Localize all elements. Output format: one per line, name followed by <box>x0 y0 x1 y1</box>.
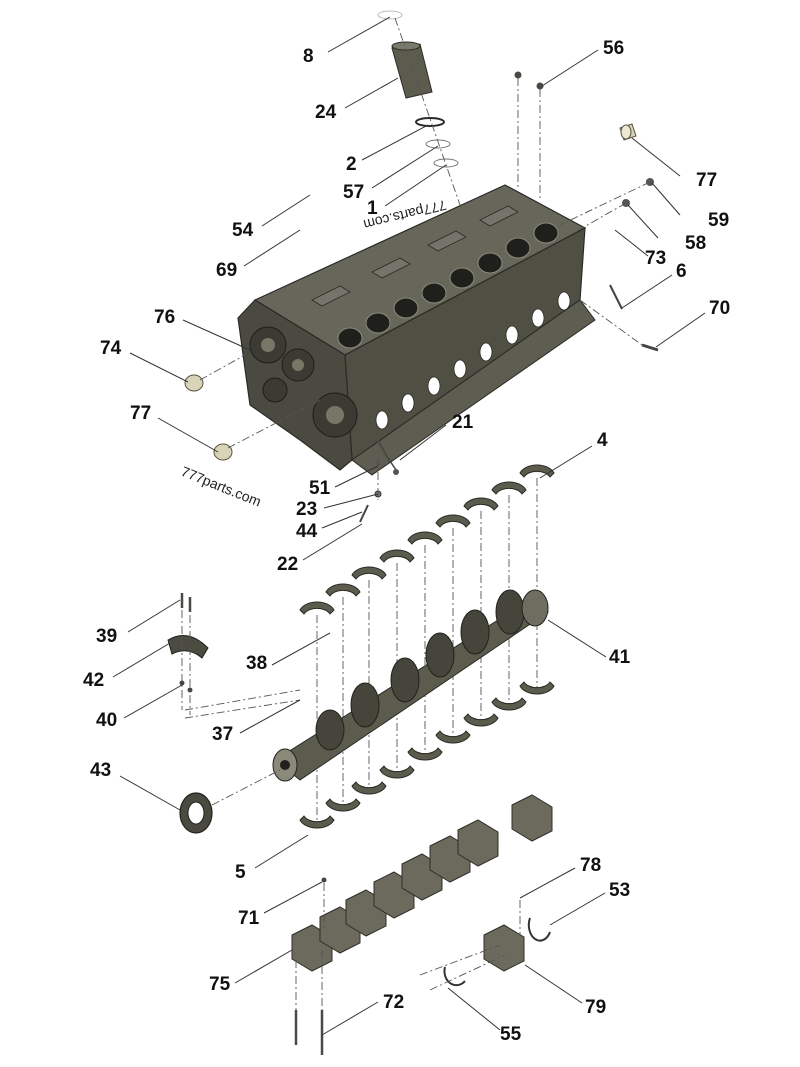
callout-43: 43 <box>90 760 111 781</box>
callout-38: 38 <box>246 653 267 674</box>
callout-70: 70 <box>709 298 730 319</box>
liner-stack <box>377 10 461 206</box>
callout-37: 37 <box>212 724 233 745</box>
engine-block <box>237 184 596 476</box>
callout-59: 59 <box>708 210 729 231</box>
callout-77b: 77 <box>130 403 151 424</box>
callout-4: 4 <box>597 430 608 451</box>
crank-seal <box>179 769 281 834</box>
callout-39: 39 <box>96 626 117 647</box>
callout-8: 8 <box>303 46 314 67</box>
callout-labels: 8 56 24 2 77 57 1 59 54 58 73 69 6 70 76… <box>83 38 730 1045</box>
callout-23: 23 <box>296 499 317 520</box>
callout-79: 79 <box>585 997 606 1018</box>
callout-2: 2 <box>346 154 357 175</box>
callout-1: 1 <box>367 198 378 219</box>
callout-42: 42 <box>83 670 104 691</box>
callout-56: 56 <box>603 38 624 59</box>
callout-5: 5 <box>235 862 246 883</box>
callout-41: 41 <box>609 647 631 668</box>
callout-54: 54 <box>232 220 254 241</box>
callout-78: 78 <box>580 855 601 876</box>
callout-72: 72 <box>383 992 404 1013</box>
callout-77a: 77 <box>696 170 717 191</box>
leader-lines <box>112 16 706 1036</box>
callout-55: 55 <box>500 1024 522 1045</box>
watermark-lower: 777parts.com <box>179 463 264 510</box>
thrust-washer-and-bolts <box>167 593 301 719</box>
callout-24: 24 <box>315 102 337 123</box>
callout-71: 71 <box>238 908 260 929</box>
bushings <box>184 123 637 461</box>
oil-nozzle-assembly <box>359 439 399 523</box>
callout-51: 51 <box>309 478 331 499</box>
callout-74: 74 <box>100 338 122 359</box>
callout-58: 58 <box>685 233 706 254</box>
callout-6: 6 <box>676 261 687 282</box>
callout-76: 76 <box>154 307 175 328</box>
callout-22: 22 <box>277 554 298 575</box>
callout-73: 73 <box>645 248 666 269</box>
callout-44: 44 <box>296 521 318 542</box>
callout-21: 21 <box>452 412 474 433</box>
callout-75: 75 <box>209 974 231 995</box>
callout-53: 53 <box>609 880 630 901</box>
upper-bearing-shells <box>299 464 555 820</box>
dowel-pins <box>514 71 544 200</box>
lower-bearing-shells <box>299 681 555 829</box>
thrust-half-rings <box>419 900 551 991</box>
callout-57: 57 <box>343 182 364 203</box>
cap-bolts <box>294 877 327 1055</box>
main-bearing-caps <box>291 794 553 972</box>
crankshaft <box>272 589 549 782</box>
callout-40: 40 <box>96 710 117 731</box>
gear-train <box>249 326 358 438</box>
callout-69: 69 <box>216 260 237 281</box>
